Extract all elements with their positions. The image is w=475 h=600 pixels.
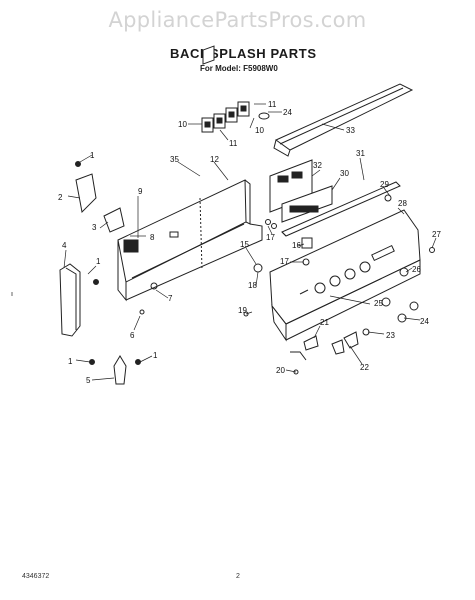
leader-lines: [63, 103, 437, 381]
part-33-top-trim: [273, 83, 414, 157]
part-28-control-panel: [269, 209, 421, 342]
callout-17: 17: [280, 257, 289, 266]
part-5-foot: [113, 355, 127, 385]
page-number: 2: [236, 573, 240, 580]
callout-6: 6: [130, 331, 135, 340]
callout-21: 21: [320, 318, 329, 327]
callout-35: 35: [170, 155, 179, 164]
callout-25: 25: [374, 299, 383, 308]
callout-26: 26: [412, 265, 421, 274]
callout-17: 17: [266, 233, 275, 242]
callout-1: 1: [90, 151, 95, 160]
watermark: AppliancePartsPros.com: [108, 8, 367, 32]
hardware-screws: [75, 161, 435, 375]
callout-11: 11: [268, 100, 277, 109]
callout-4: 4: [62, 241, 67, 250]
callout-24: 24: [283, 108, 292, 117]
callout-3: 3: [92, 223, 97, 232]
callout-32: 32: [313, 161, 322, 170]
callout-2: 2: [58, 193, 63, 202]
callout-11: 11: [229, 139, 238, 148]
callout-20: 20: [276, 366, 285, 375]
callout-9: 9: [138, 187, 143, 196]
callout-5: 5: [86, 376, 91, 385]
document-code: 4346372: [22, 573, 50, 580]
callout-8: 8: [150, 233, 155, 242]
callout-31: 31: [356, 149, 365, 158]
callout-1: 1: [153, 351, 158, 360]
callout-24: 24: [420, 317, 429, 326]
callout-15: 15: [240, 240, 249, 249]
callout-labels: 1 2 3 4 1 1 1 5 6 7 8 9 10 11 10 11 24 3…: [58, 100, 441, 385]
callout-16: 16: [292, 241, 301, 250]
model-subtitle: For Model: F5908W0: [200, 64, 278, 73]
part-10-11-switches: [201, 45, 270, 133]
callout-12: 12: [210, 155, 219, 164]
callout-33: 33: [346, 126, 355, 135]
callout-1: 1: [96, 257, 101, 266]
callout-29: 29: [380, 180, 389, 189]
callout-18: 18: [248, 281, 257, 290]
callout-23: 23: [386, 331, 395, 340]
part-12-housing: [117, 179, 263, 302]
callout-28: 28: [398, 199, 407, 208]
part-2-3-brackets: [75, 173, 125, 233]
callout-10: 10: [178, 120, 187, 129]
part-31-rod: [281, 181, 401, 237]
callout-10: 10: [255, 126, 264, 135]
callout-27: 27: [432, 230, 441, 239]
callout-1: 1: [68, 357, 73, 366]
part-32-clock-panel: [269, 159, 333, 223]
callout-7: 7: [168, 294, 173, 303]
part-4-side-cover: [59, 263, 81, 337]
callout-30: 30: [340, 169, 349, 178]
callout-19: 19: [238, 306, 247, 315]
callout-22: 22: [360, 363, 369, 372]
